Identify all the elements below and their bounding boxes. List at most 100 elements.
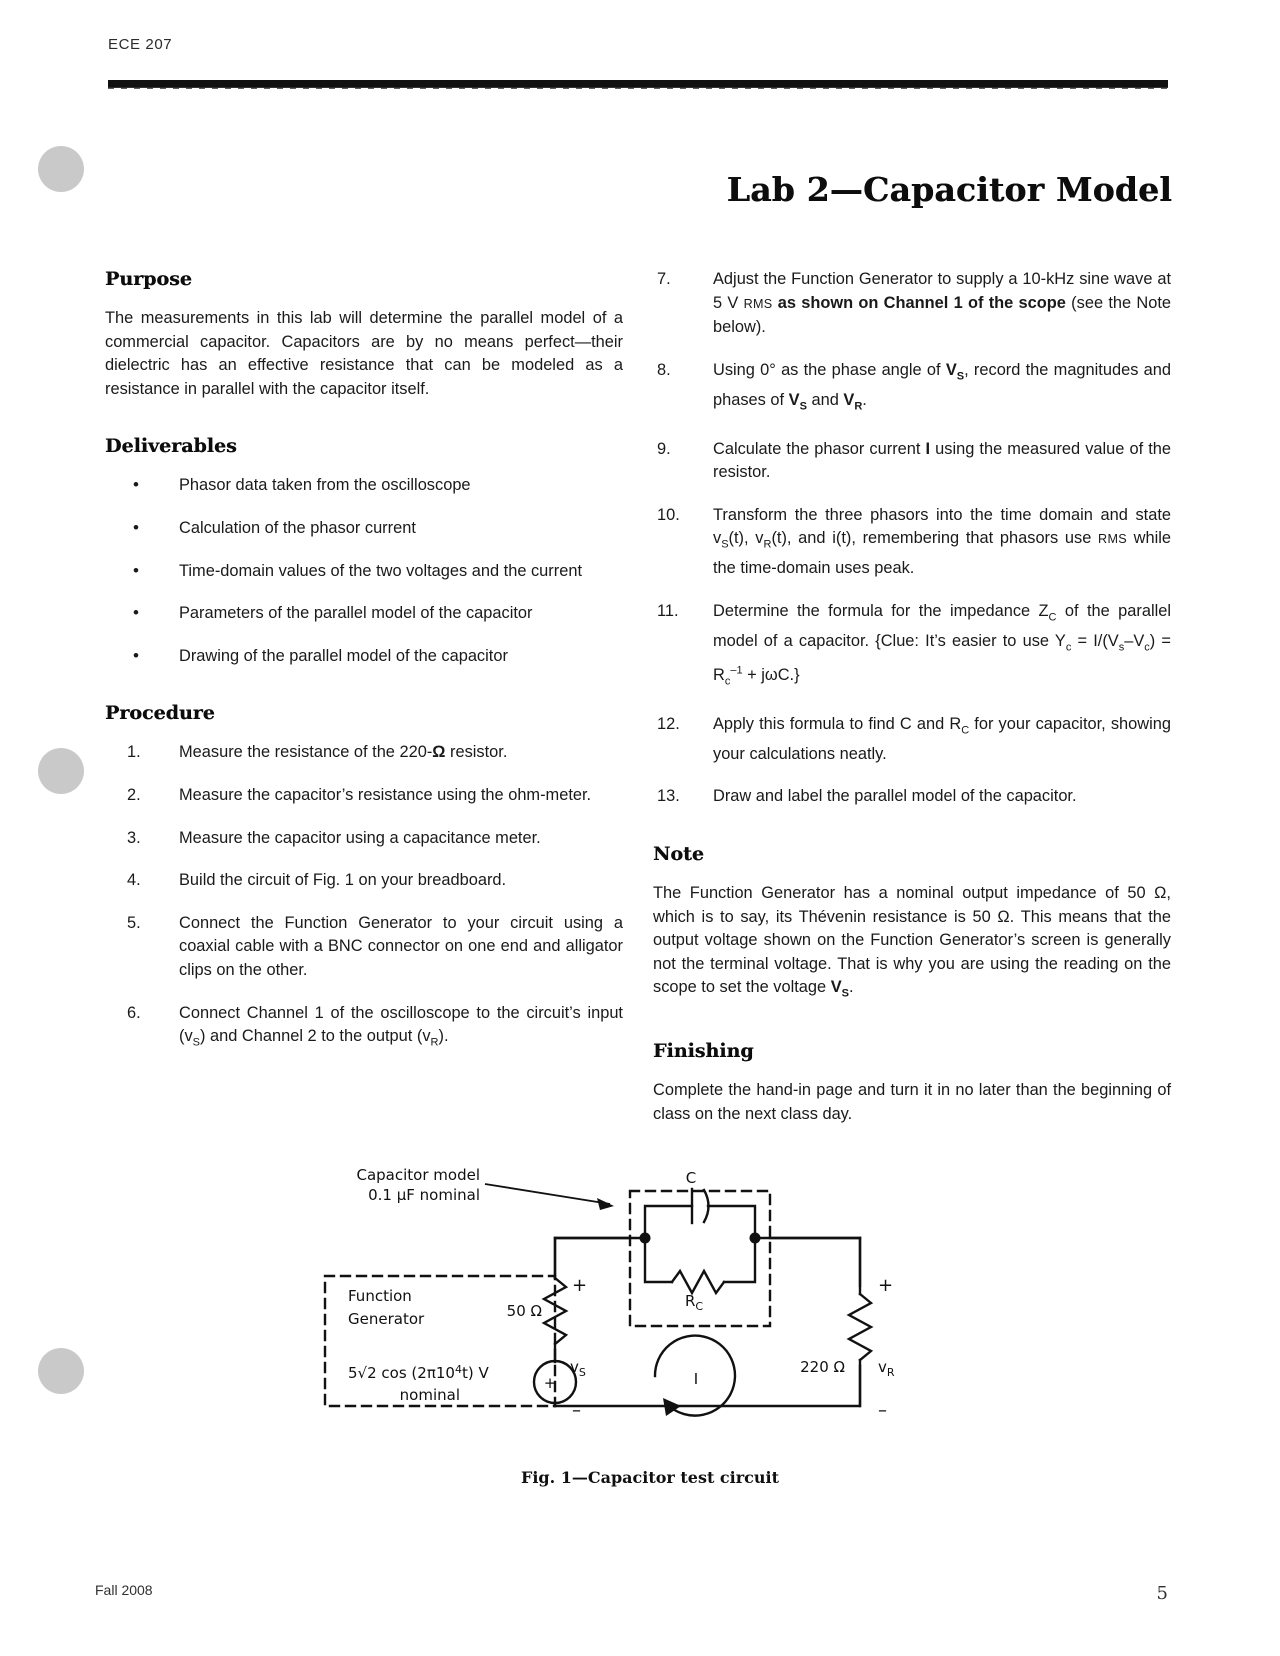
heading-note: Note xyxy=(653,842,704,865)
list-item: 8. Using 0° as the phase angle of VS, re… xyxy=(653,359,1171,419)
source-expression-line2: nominal xyxy=(400,1386,460,1404)
resistor-rc-zigzag xyxy=(670,1268,726,1296)
step-number: 2. xyxy=(127,785,141,804)
finishing-text: Complete the hand-in page and turn it in… xyxy=(653,1081,1171,1123)
capacitor-model-box xyxy=(628,1189,772,1328)
label-current: I xyxy=(694,1370,698,1388)
annotation-line2: 0.1 µF nominal xyxy=(368,1186,480,1204)
step-number: 10. xyxy=(657,505,680,524)
annotation-line2-text: 0.1 µF nominal xyxy=(368,1186,480,1204)
list-item-label: Calculation of the phasor current xyxy=(179,518,416,537)
step-number: 9. xyxy=(657,439,671,458)
purpose-text: The measurements in this lab will determ… xyxy=(105,309,623,398)
list-item: 5. Connect the Function Generator to you… xyxy=(105,912,623,983)
bullet-icon: • xyxy=(133,645,139,665)
source-expression-line1: 5√2 cos (2π104t) V xyxy=(348,1363,489,1382)
step-number: 3. xyxy=(127,828,141,847)
heading-deliverables: Deliverables xyxy=(105,435,237,458)
wire-top-right xyxy=(768,1236,862,1288)
list-item: 13. Draw and label the parallel model of… xyxy=(653,785,1171,809)
step-number: 8. xyxy=(657,360,671,379)
label-vr: vR xyxy=(878,1358,895,1379)
list-item: 7. Adjust the Function Generator to supp… xyxy=(653,268,1171,340)
procedure-list-left: 1. Measure the resistance of the 220-Ω r… xyxy=(105,741,623,1055)
wire-top-left xyxy=(553,1236,632,1278)
step-text: Adjust the Function Generator to supply … xyxy=(713,270,1171,337)
punch-hole-top xyxy=(38,146,84,192)
polarity-plus-vs: + xyxy=(572,1275,587,1296)
heading-purpose: Purpose xyxy=(105,268,192,290)
step-text: Connect the Function Generator to your c… xyxy=(179,913,623,979)
list-item: 2. Measure the capacitor’s resistance us… xyxy=(105,784,623,808)
resistor-50-zigzag xyxy=(541,1276,569,1346)
step-number: 11. xyxy=(657,601,679,620)
bullet-icon: • xyxy=(133,560,139,580)
step-number: 7. xyxy=(657,270,671,288)
bullet-icon: • xyxy=(133,517,139,537)
list-item: 12. Apply this formula to find C and RC … xyxy=(653,713,1171,766)
step-text: Apply this formula to find C and RC for … xyxy=(713,714,1171,763)
figure-caption: Fig. 1—Capacitor test circuit xyxy=(520,1468,780,1487)
footer-term: Fall 2008 xyxy=(95,1582,153,1598)
step-text: Connect Channel 1 of the oscilloscope to… xyxy=(179,1003,623,1049)
polarity-minus-vr: – xyxy=(878,1400,887,1421)
list-item: 6. Connect Channel 1 of the oscilloscope… xyxy=(105,1002,623,1055)
step-text: Measure the resistance of the 220-Ω resi… xyxy=(179,743,508,762)
step-number: 5. xyxy=(127,913,141,932)
current-loop-arc xyxy=(653,1334,737,1417)
label-vs: vS xyxy=(570,1358,586,1379)
polarity-minus-vs: – xyxy=(572,1400,581,1421)
list-item-label: Phasor data taken from the oscilloscope xyxy=(179,476,471,495)
list-item: 10. Transform the three phasors into the… xyxy=(653,504,1171,581)
heading-procedure: Procedure xyxy=(105,702,215,725)
step-number: 6. xyxy=(127,1003,141,1022)
footer-page-number: 5 xyxy=(1156,1583,1168,1604)
step-number: 12. xyxy=(657,714,680,733)
annotation-line1-text: Capacitor model xyxy=(357,1166,481,1184)
annotation-line1: Capacitor model xyxy=(357,1166,481,1184)
heading-finishing: Finishing xyxy=(653,1040,754,1063)
step-text: Measure the capacitor’s resistance using… xyxy=(179,785,592,804)
right-column: 7. Adjust the Function Generator to supp… xyxy=(653,268,1171,1144)
list-item: •Drawing of the parallel model of the ca… xyxy=(105,645,623,669)
circuit-diagram-svg: Capacitor model 0.1 µF nominal Function … xyxy=(323,1166,895,1421)
step-number: 4. xyxy=(127,871,141,890)
list-item: 9. Calculate the phasor current I using … xyxy=(653,438,1171,485)
list-item: •Parameters of the parallel model of the… xyxy=(105,602,623,626)
label-capacitor: C xyxy=(686,1169,696,1187)
wire-cap-left xyxy=(643,1204,694,1240)
fg-label-line2: Generator xyxy=(348,1310,425,1328)
wire-cap-right xyxy=(706,1204,757,1240)
step-text: Calculate the phasor current I using the… xyxy=(713,439,1171,482)
list-item: 3. Measure the capacitor using a capacit… xyxy=(105,827,623,851)
label-resistor-220: 220 Ω xyxy=(800,1358,845,1376)
step-number: 1. xyxy=(127,743,141,762)
header-rule xyxy=(108,80,1168,89)
step-text: Transform the three phasors into the tim… xyxy=(713,505,1171,578)
label-resistor-50: 50 Ω xyxy=(507,1302,542,1320)
step-text: Build the circuit of Fig. 1 on your brea… xyxy=(179,871,507,890)
bullet-icon: • xyxy=(133,603,139,623)
resistor-220-zigzag xyxy=(846,1292,874,1362)
note-text: The Function Generator has a nominal out… xyxy=(653,883,1171,1000)
list-item: 1. Measure the resistance of the 220-Ω r… xyxy=(105,741,623,765)
bullet-icon: • xyxy=(133,475,139,495)
step-text: Draw and label the parallel model of the… xyxy=(713,787,1077,806)
page-title: Lab 2—Capacitor Model xyxy=(726,170,1172,209)
step-text: Using 0° as the phase angle of VS, recor… xyxy=(713,360,1171,412)
source-plus: + xyxy=(544,1374,557,1392)
polarity-plus-vr: + xyxy=(878,1275,893,1296)
label-rc: RC xyxy=(685,1292,703,1313)
list-item: • Calculation of the phasor current xyxy=(105,517,623,541)
capacitor-plate-right-curved xyxy=(702,1188,710,1224)
figure-capacitor-test-circuit: Capacitor model 0.1 µF nominal Function … xyxy=(300,1166,1000,1487)
procedure-list-right: 7. Adjust the Function Generator to supp… xyxy=(653,268,1171,809)
deliverables-list: • Phasor data taken from the oscilloscope… xyxy=(105,474,623,668)
list-item-label: Time-domain values of the two voltages a… xyxy=(179,561,582,580)
current-arrowhead xyxy=(663,1398,681,1416)
list-item: 4. Build the circuit of Fig. 1 on your b… xyxy=(105,869,623,893)
punch-hole-middle xyxy=(38,748,84,794)
fg-label-line1: Function xyxy=(348,1287,412,1305)
list-item: • Time-domain values of the two voltages … xyxy=(105,560,623,584)
